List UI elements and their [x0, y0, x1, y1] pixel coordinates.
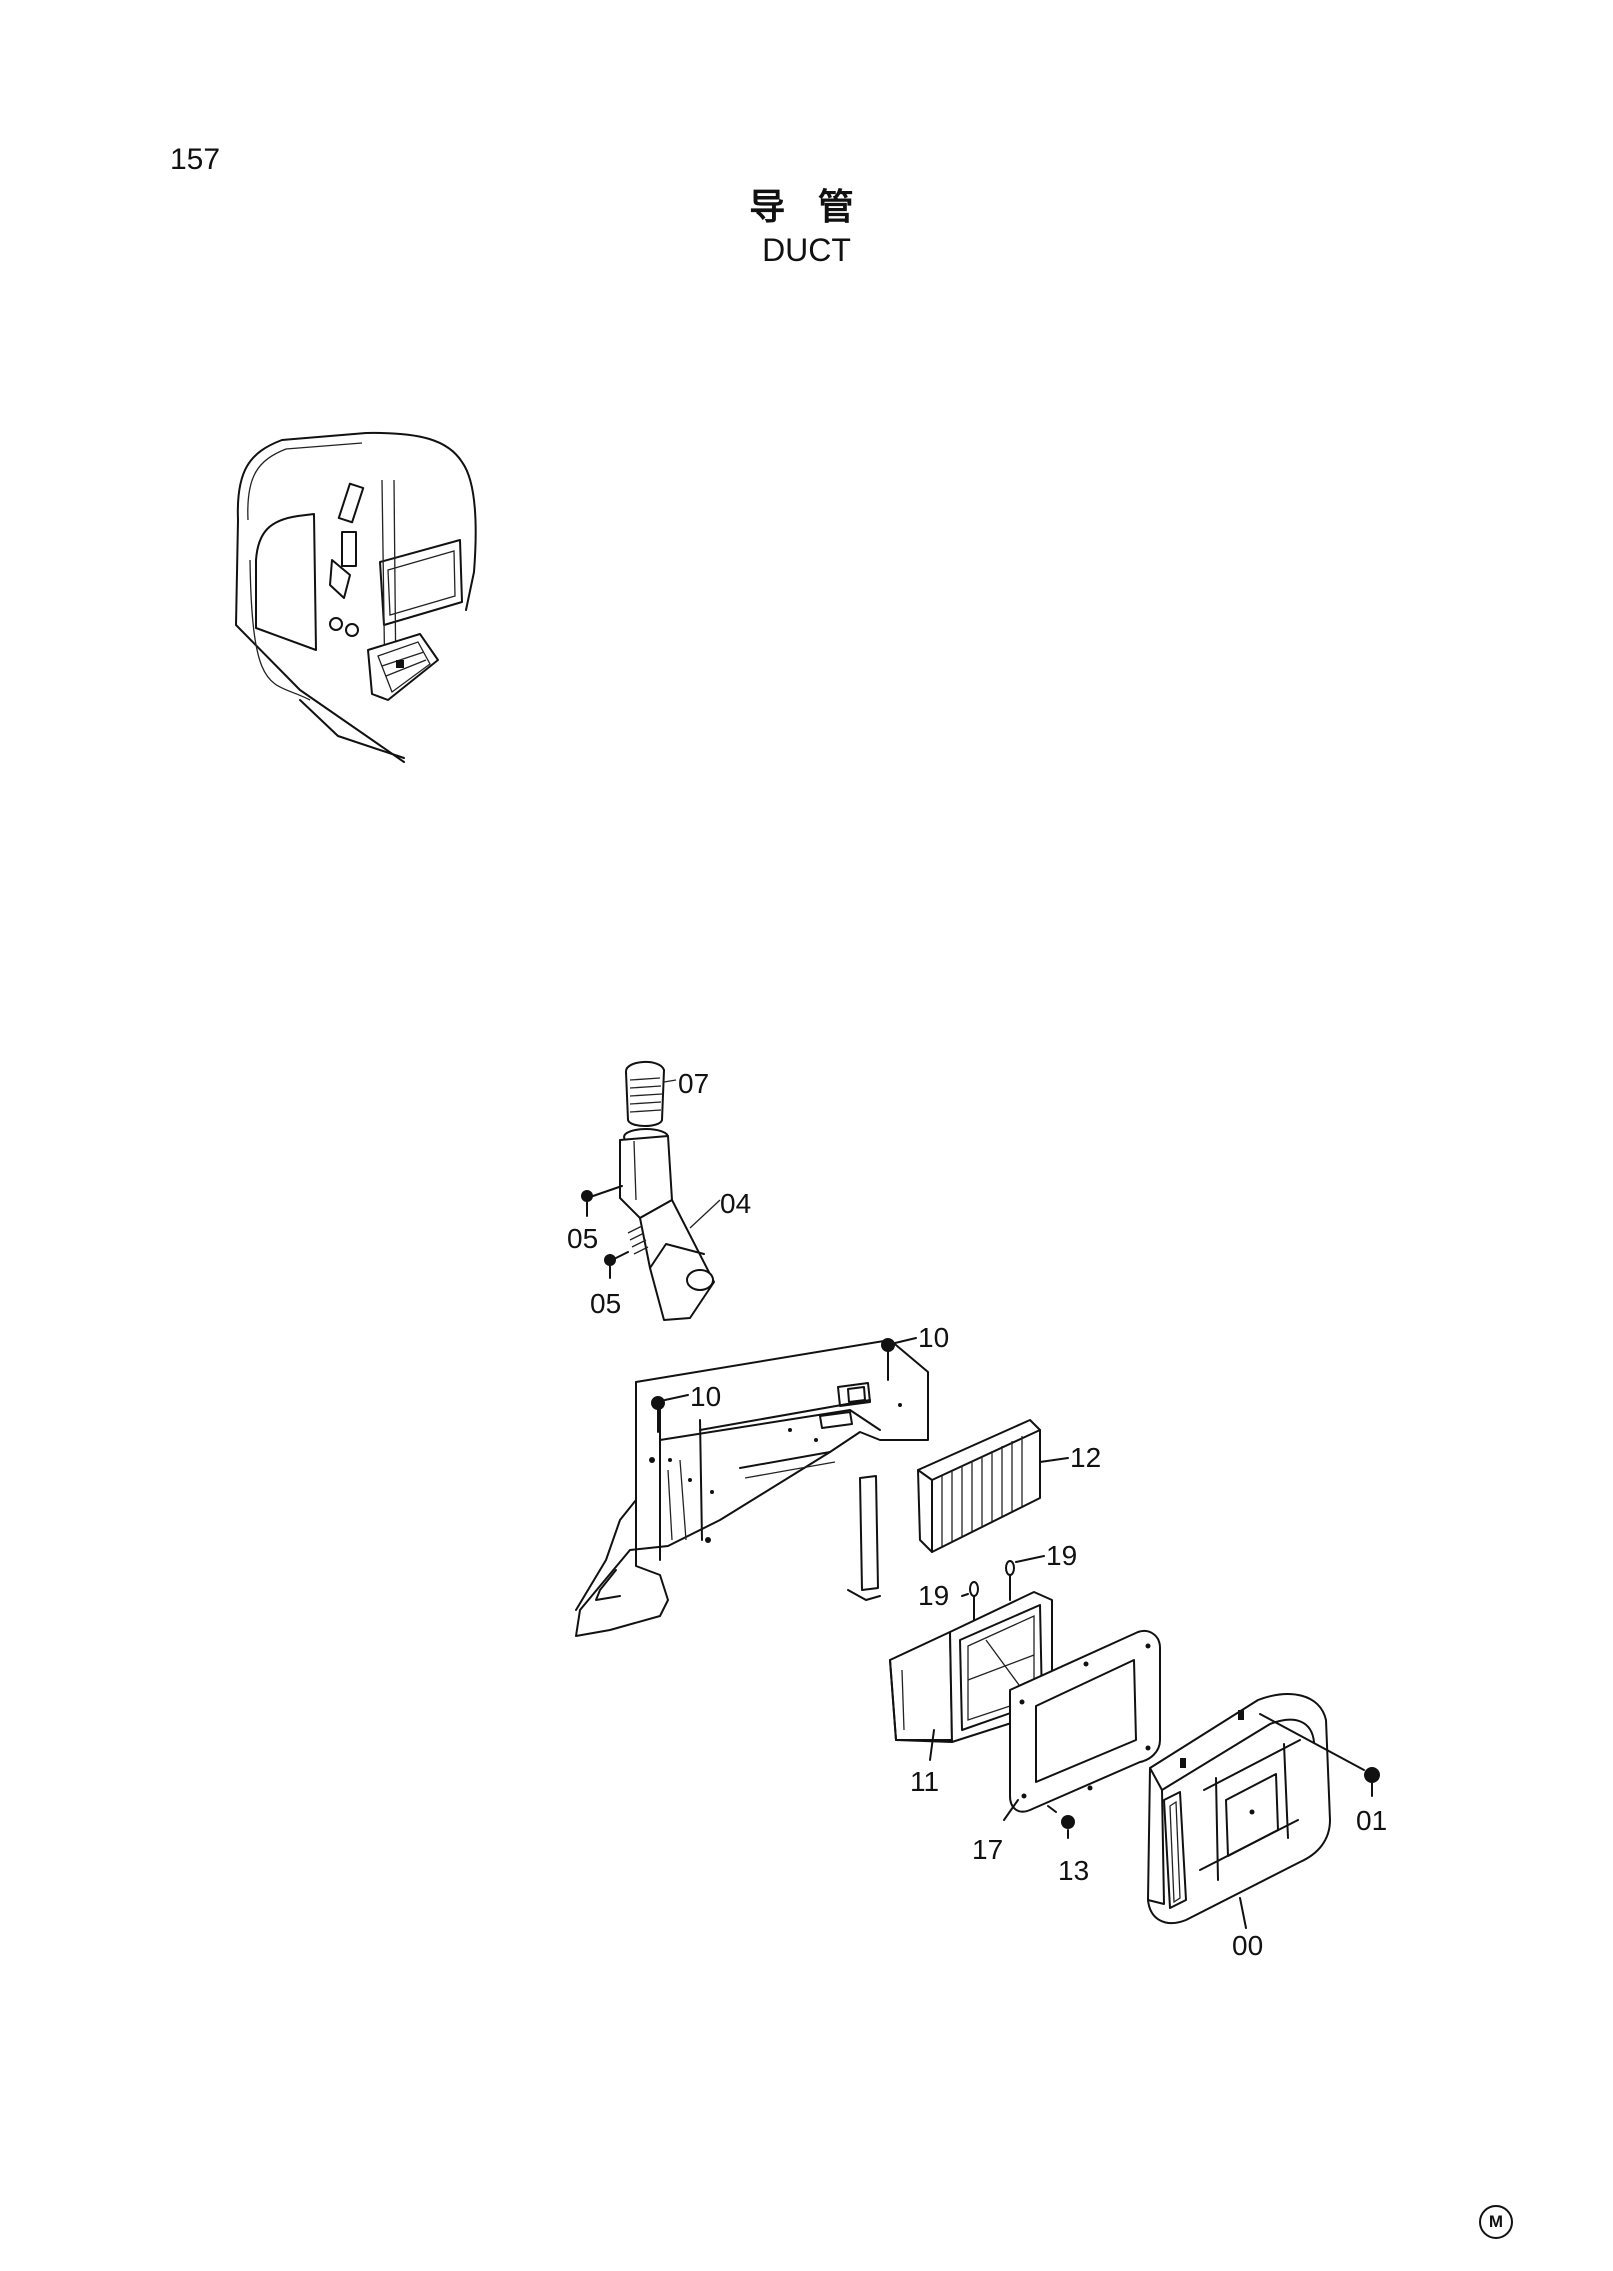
part-10-bolts: 10 10 — [651, 1322, 949, 1433]
part-13-screw: 13 — [1047, 1805, 1089, 1886]
part-19-pins: 19 19 — [918, 1540, 1077, 1625]
part-12-filter: 12 — [917, 1419, 1101, 1553]
callout-11: 11 — [910, 1766, 939, 1797]
part-17-gasket: 17 — [972, 1630, 1161, 1865]
callout-10-left: 10 — [690, 1381, 721, 1412]
callout-13: 13 — [1058, 1855, 1089, 1886]
callout-10-right: 10 — [918, 1322, 949, 1353]
callout-19-left: 19 — [918, 1580, 949, 1611]
part-04-duct: 04 — [619, 1128, 751, 1321]
callout-00: 00 — [1232, 1930, 1263, 1961]
part-05-screws: 05 05 — [567, 1185, 629, 1319]
callout-01: 01 — [1356, 1805, 1387, 1836]
callout-05-upper: 05 — [567, 1223, 598, 1254]
part-00-cover: 00 — [1147, 1693, 1331, 1961]
callout-07: 07 — [678, 1068, 709, 1099]
callout-17: 17 — [972, 1834, 1003, 1865]
page-title: DUCT — [762, 232, 851, 268]
manufacturer-mark: M — [1479, 2205, 1513, 2239]
part-07-nozzle: 07 — [625, 1061, 709, 1127]
callout-19-right: 19 — [1046, 1540, 1077, 1571]
callout-05-lower: 05 — [590, 1288, 621, 1319]
callout-12: 12 — [1070, 1442, 1101, 1473]
callout-04: 04 — [720, 1188, 751, 1219]
page-title-chinese: 导 管 — [749, 187, 864, 228]
bracket-frame — [575, 1339, 929, 1637]
part-01-screw: 01 — [1259, 1713, 1387, 1836]
cab-locator-view — [235, 431, 477, 763]
page-number: 157 — [170, 143, 221, 176]
